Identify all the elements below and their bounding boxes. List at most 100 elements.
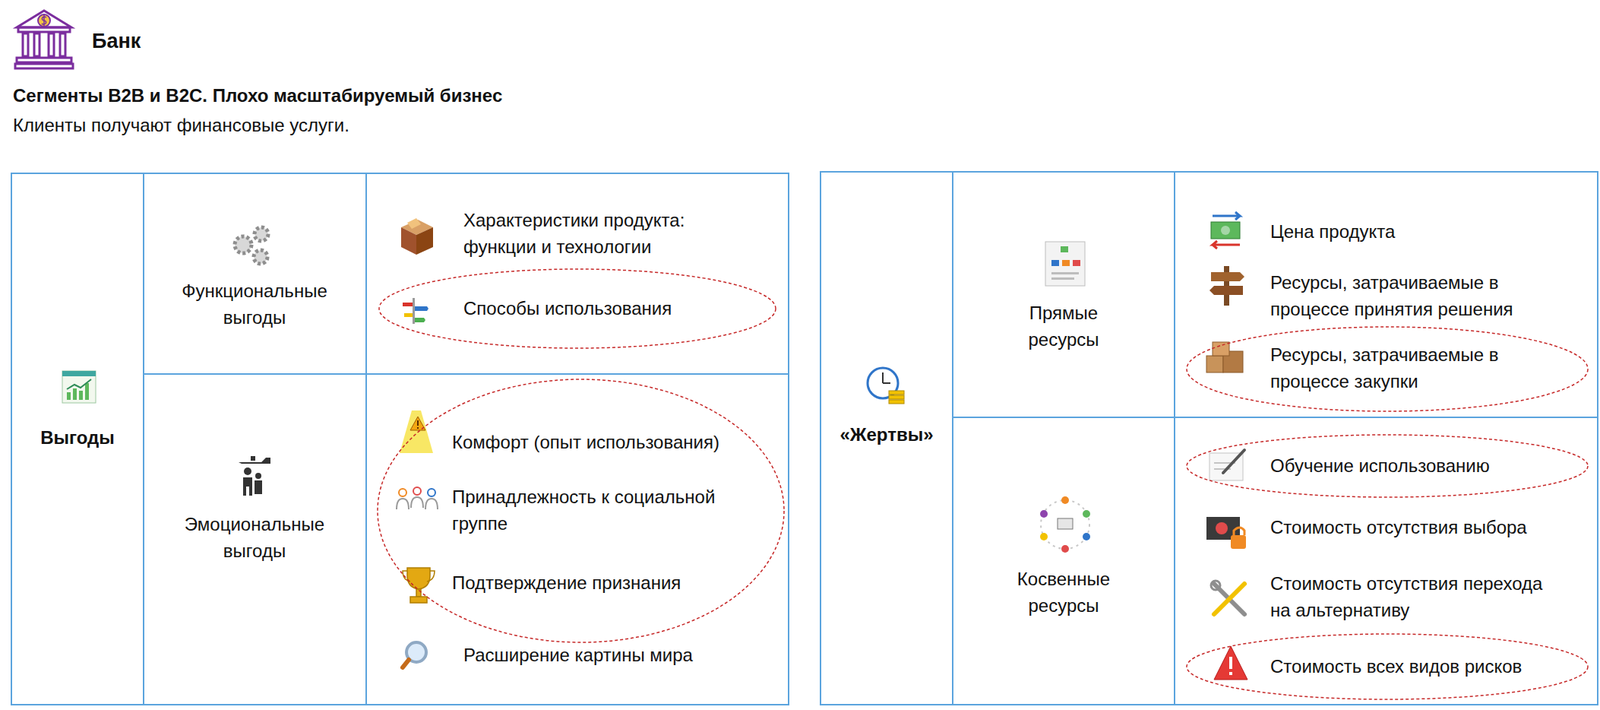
table-grid-part bbox=[142, 173, 145, 705]
item-text: Характеристики продукта: функции и техно… bbox=[463, 207, 753, 261]
cycle-icon-part bbox=[1061, 496, 1069, 504]
people-icon-part bbox=[425, 498, 438, 510]
signpost-icon-part bbox=[414, 317, 426, 323]
money-exchange-icon-part bbox=[1212, 211, 1240, 220]
trophy-icon-part bbox=[416, 588, 421, 597]
item-text: Стоимость всех видов рисков bbox=[1270, 653, 1559, 680]
care-icon-part bbox=[255, 472, 262, 479]
trophy-icon-part bbox=[426, 570, 435, 582]
item-text: Обучение использованию bbox=[1270, 452, 1559, 480]
dashed-ellipse bbox=[377, 379, 785, 642]
dashed-ellipse bbox=[1186, 326, 1588, 412]
item-text: Ресурсы, затрачиваемые в процессе принят… bbox=[1270, 269, 1533, 323]
item-text: Ресурсы, затрачиваемые в процессе закупк… bbox=[1270, 341, 1533, 396]
benefit-item: Расширение картины мира bbox=[455, 639, 783, 671]
signpost-icon bbox=[402, 297, 429, 324]
cycle-icon-part bbox=[1061, 544, 1069, 553]
trophy-icon-part bbox=[410, 596, 427, 603]
item-text: Подтверждение признания bbox=[452, 569, 740, 597]
bank-icon-part bbox=[34, 33, 40, 57]
table-grid-part bbox=[1173, 171, 1176, 705]
category-cell: Эмоциональные выгоды bbox=[143, 373, 367, 705]
table-grid bbox=[11, 171, 1598, 705]
chart-icon bbox=[62, 370, 96, 403]
bank-icon bbox=[15, 10, 73, 69]
document-icon-part bbox=[1060, 246, 1069, 253]
document-icon-part bbox=[1051, 271, 1079, 275]
box-icon-part bbox=[416, 227, 434, 255]
lamp-icon bbox=[399, 410, 434, 453]
table-grid-part bbox=[951, 171, 954, 705]
table-grid-part bbox=[143, 373, 789, 375]
document-icon-part bbox=[1051, 277, 1075, 280]
people-icon-part bbox=[398, 488, 407, 497]
item-text: Способы использования bbox=[463, 295, 753, 323]
bank-icon-part bbox=[18, 27, 70, 32]
item-text: Прямые ресурсы bbox=[1002, 300, 1125, 354]
benefit-item: Характеристики продукта: функции и техно… bbox=[455, 203, 783, 265]
people-icon-part bbox=[427, 488, 436, 497]
pen-paper-icon bbox=[1209, 449, 1245, 481]
money-exchange-icon-part bbox=[1211, 221, 1240, 239]
wooden-sign-icon bbox=[1209, 265, 1245, 306]
cycle-icon-part bbox=[1082, 532, 1091, 541]
care-icon bbox=[238, 455, 271, 496]
care-icon-part bbox=[243, 477, 253, 496]
table-heading: «Жертвы» bbox=[820, 421, 953, 449]
clock-icon-part bbox=[888, 399, 905, 404]
clock-icon-part bbox=[882, 372, 884, 383]
table-grid-part bbox=[952, 416, 1598, 418]
document-icon-part bbox=[1062, 259, 1070, 266]
bank-icon-part bbox=[37, 14, 51, 27]
cycle-icon-part bbox=[1040, 532, 1048, 541]
bank-icon-part bbox=[41, 15, 47, 26]
money-lock-icon-part bbox=[1233, 527, 1245, 535]
bank-icon-part bbox=[22, 33, 29, 57]
gears-icon-part bbox=[234, 236, 252, 253]
table-grid-part bbox=[365, 173, 367, 705]
item-text: Принадлежность к социальной группе bbox=[452, 483, 740, 538]
cycle-icon-part bbox=[1040, 499, 1090, 549]
dashed-ellipse bbox=[379, 268, 776, 348]
care-icon-part bbox=[250, 455, 256, 461]
people-icon-part bbox=[413, 486, 421, 495]
lamp-icon-part bbox=[417, 420, 419, 426]
item-text: Стоимость отсутствия перехода на альтерн… bbox=[1270, 570, 1567, 624]
money-lock-icon-part bbox=[1230, 534, 1246, 549]
item-text: Комфорт (опыт использования) bbox=[452, 429, 740, 456]
clock-icon-part bbox=[882, 382, 891, 384]
chart-icon-part bbox=[66, 392, 71, 400]
trophy-icon-part bbox=[407, 567, 431, 589]
page-title: Банк bbox=[91, 26, 396, 57]
signpost-icon-part bbox=[414, 306, 429, 311]
item-text: Функциональные выгоды bbox=[167, 278, 342, 332]
magnifier-icon bbox=[402, 641, 427, 668]
warning-icon bbox=[1214, 645, 1248, 680]
item-text: Цена продукта bbox=[1270, 218, 1575, 246]
trophy-icon bbox=[402, 567, 435, 603]
table-grid-part bbox=[11, 173, 789, 705]
highlight-ellipse: Способы использования bbox=[377, 267, 778, 350]
chart-icon-part bbox=[79, 390, 83, 400]
chart-icon-part bbox=[66, 379, 92, 389]
boxes-icon-part bbox=[1206, 355, 1224, 373]
box-icon-part bbox=[407, 218, 421, 229]
pen-paper-icon-part bbox=[1223, 449, 1245, 473]
care-icon-part bbox=[254, 480, 263, 494]
category-cell: Косвенные ресурсы bbox=[952, 417, 1175, 705]
money-lock-icon bbox=[1206, 516, 1246, 549]
document-icon-part bbox=[1051, 259, 1060, 266]
table-grid-part bbox=[820, 171, 1598, 705]
box-icon bbox=[401, 218, 434, 255]
dashed-ellipse bbox=[1186, 434, 1588, 497]
ellipse-outline bbox=[1185, 325, 1590, 413]
money-exchange-icon-part bbox=[1220, 225, 1231, 235]
category-cell: Прямые ресурсы bbox=[952, 171, 1175, 418]
highlight-ellipse: Стоимость всех видов рисков bbox=[1185, 632, 1590, 701]
bank-icon-part bbox=[48, 33, 54, 57]
money-exchange-icon-part bbox=[1212, 240, 1240, 249]
gears-icon-part bbox=[253, 249, 268, 264]
people-icon-part bbox=[411, 496, 424, 508]
highlight-ellipse: Комфорт (опыт использования) Принадлежнос… bbox=[376, 377, 786, 644]
document-icon-part bbox=[1045, 241, 1085, 286]
